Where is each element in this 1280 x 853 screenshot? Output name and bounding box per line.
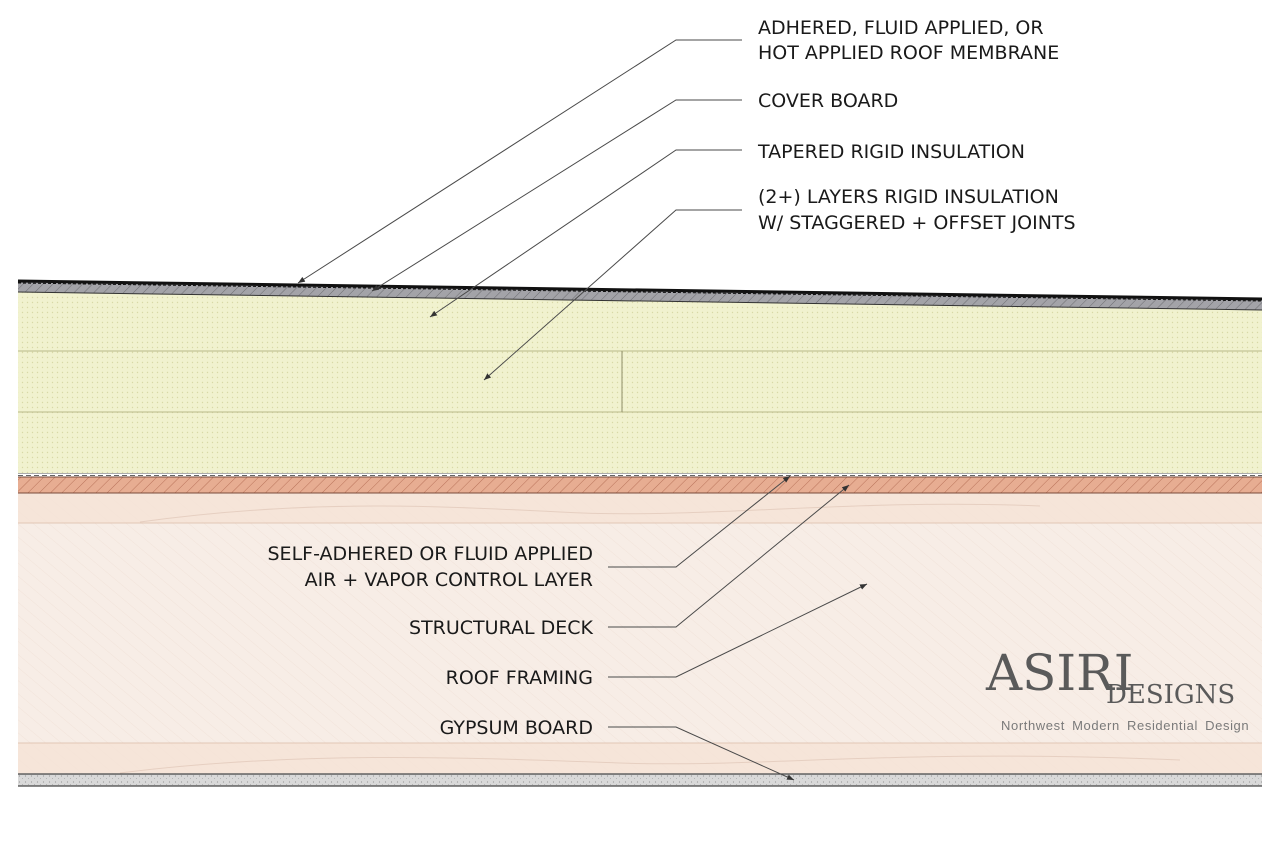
membrane-texture [17, 282, 1263, 302]
gypsum-board-label: GYPSUM BOARD [440, 717, 593, 739]
bottom-plate [18, 743, 1262, 773]
membrane-label-line2: HOT APPLIED ROOF MEMBRANE [758, 42, 1059, 64]
avcl-label-line2: AIR + VAPOR CONTROL LAYER [305, 569, 593, 591]
membrane-leader [297, 39, 742, 284]
cover-board-layer [17, 282, 1263, 311]
rigid-layers-leader [483, 209, 742, 381]
insulation-texture [18, 292, 1262, 473]
logo-main-text: ASIRI [985, 644, 1134, 702]
membrane-label-line1: ADHERED, FLUID APPLIED, OR [758, 17, 1044, 39]
roof-framing-leader [608, 583, 868, 678]
roof-framing-label: ROOF FRAMING [446, 667, 593, 689]
cover-board-bottom-edge [17, 291, 1263, 311]
structural-deck-leader [608, 484, 850, 628]
deck-hatch [18, 477, 1262, 493]
tapered-insulation-label: TAPERED RIGID INSULATION [757, 141, 1025, 163]
cover-board-hatch [18, 282, 1262, 310]
roof-framing-layer [18, 493, 1262, 775]
asiri-designs-logo: ASIRI DESIGNS Northwest Modern Residenti… [985, 644, 1249, 733]
lower-labels: SELF-ADHERED OR FLUID APPLIED AIR + VAPO… [268, 543, 594, 739]
grain-curve [139, 503, 1041, 523]
gypsum-board-layer [18, 773, 1262, 787]
roof-membrane-layer [17, 279, 1263, 302]
avcl-leader [608, 475, 791, 568]
logo-sub-text: DESIGNS [1106, 680, 1235, 710]
structural-deck-label: STRUCTURAL DECK [409, 617, 594, 639]
insulation-layers [18, 292, 1262, 473]
structural-deck-layer [18, 476, 1262, 494]
membrane-line [17, 279, 1263, 301]
top-plate [18, 493, 1262, 523]
gypsum-board-leader [608, 726, 795, 781]
rigid-layers-label-line2: W/ STAGGERED + OFFSET JOINTS [758, 212, 1076, 234]
gypsum-texture [18, 774, 1262, 786]
cover-board-label: COVER BOARD [758, 90, 898, 112]
avcl-layer [18, 472, 1262, 476]
cover-board-leader [371, 99, 742, 292]
rigid-layers-label-line1: (2+) LAYERS RIGID INSULATION [758, 186, 1059, 208]
framing-grain [18, 493, 1262, 775]
leader-lines [297, 39, 868, 781]
logo-tagline: Northwest Modern Residential Design [1001, 718, 1249, 733]
tapered-insulation-leader [429, 149, 742, 318]
avcl-label-line1: SELF-ADHERED OR FLUID APPLIED [268, 543, 594, 565]
upper-labels: ADHERED, FLUID APPLIED, OR HOT APPLIED R… [757, 17, 1076, 234]
grain-curve-bottom [119, 755, 1181, 774]
